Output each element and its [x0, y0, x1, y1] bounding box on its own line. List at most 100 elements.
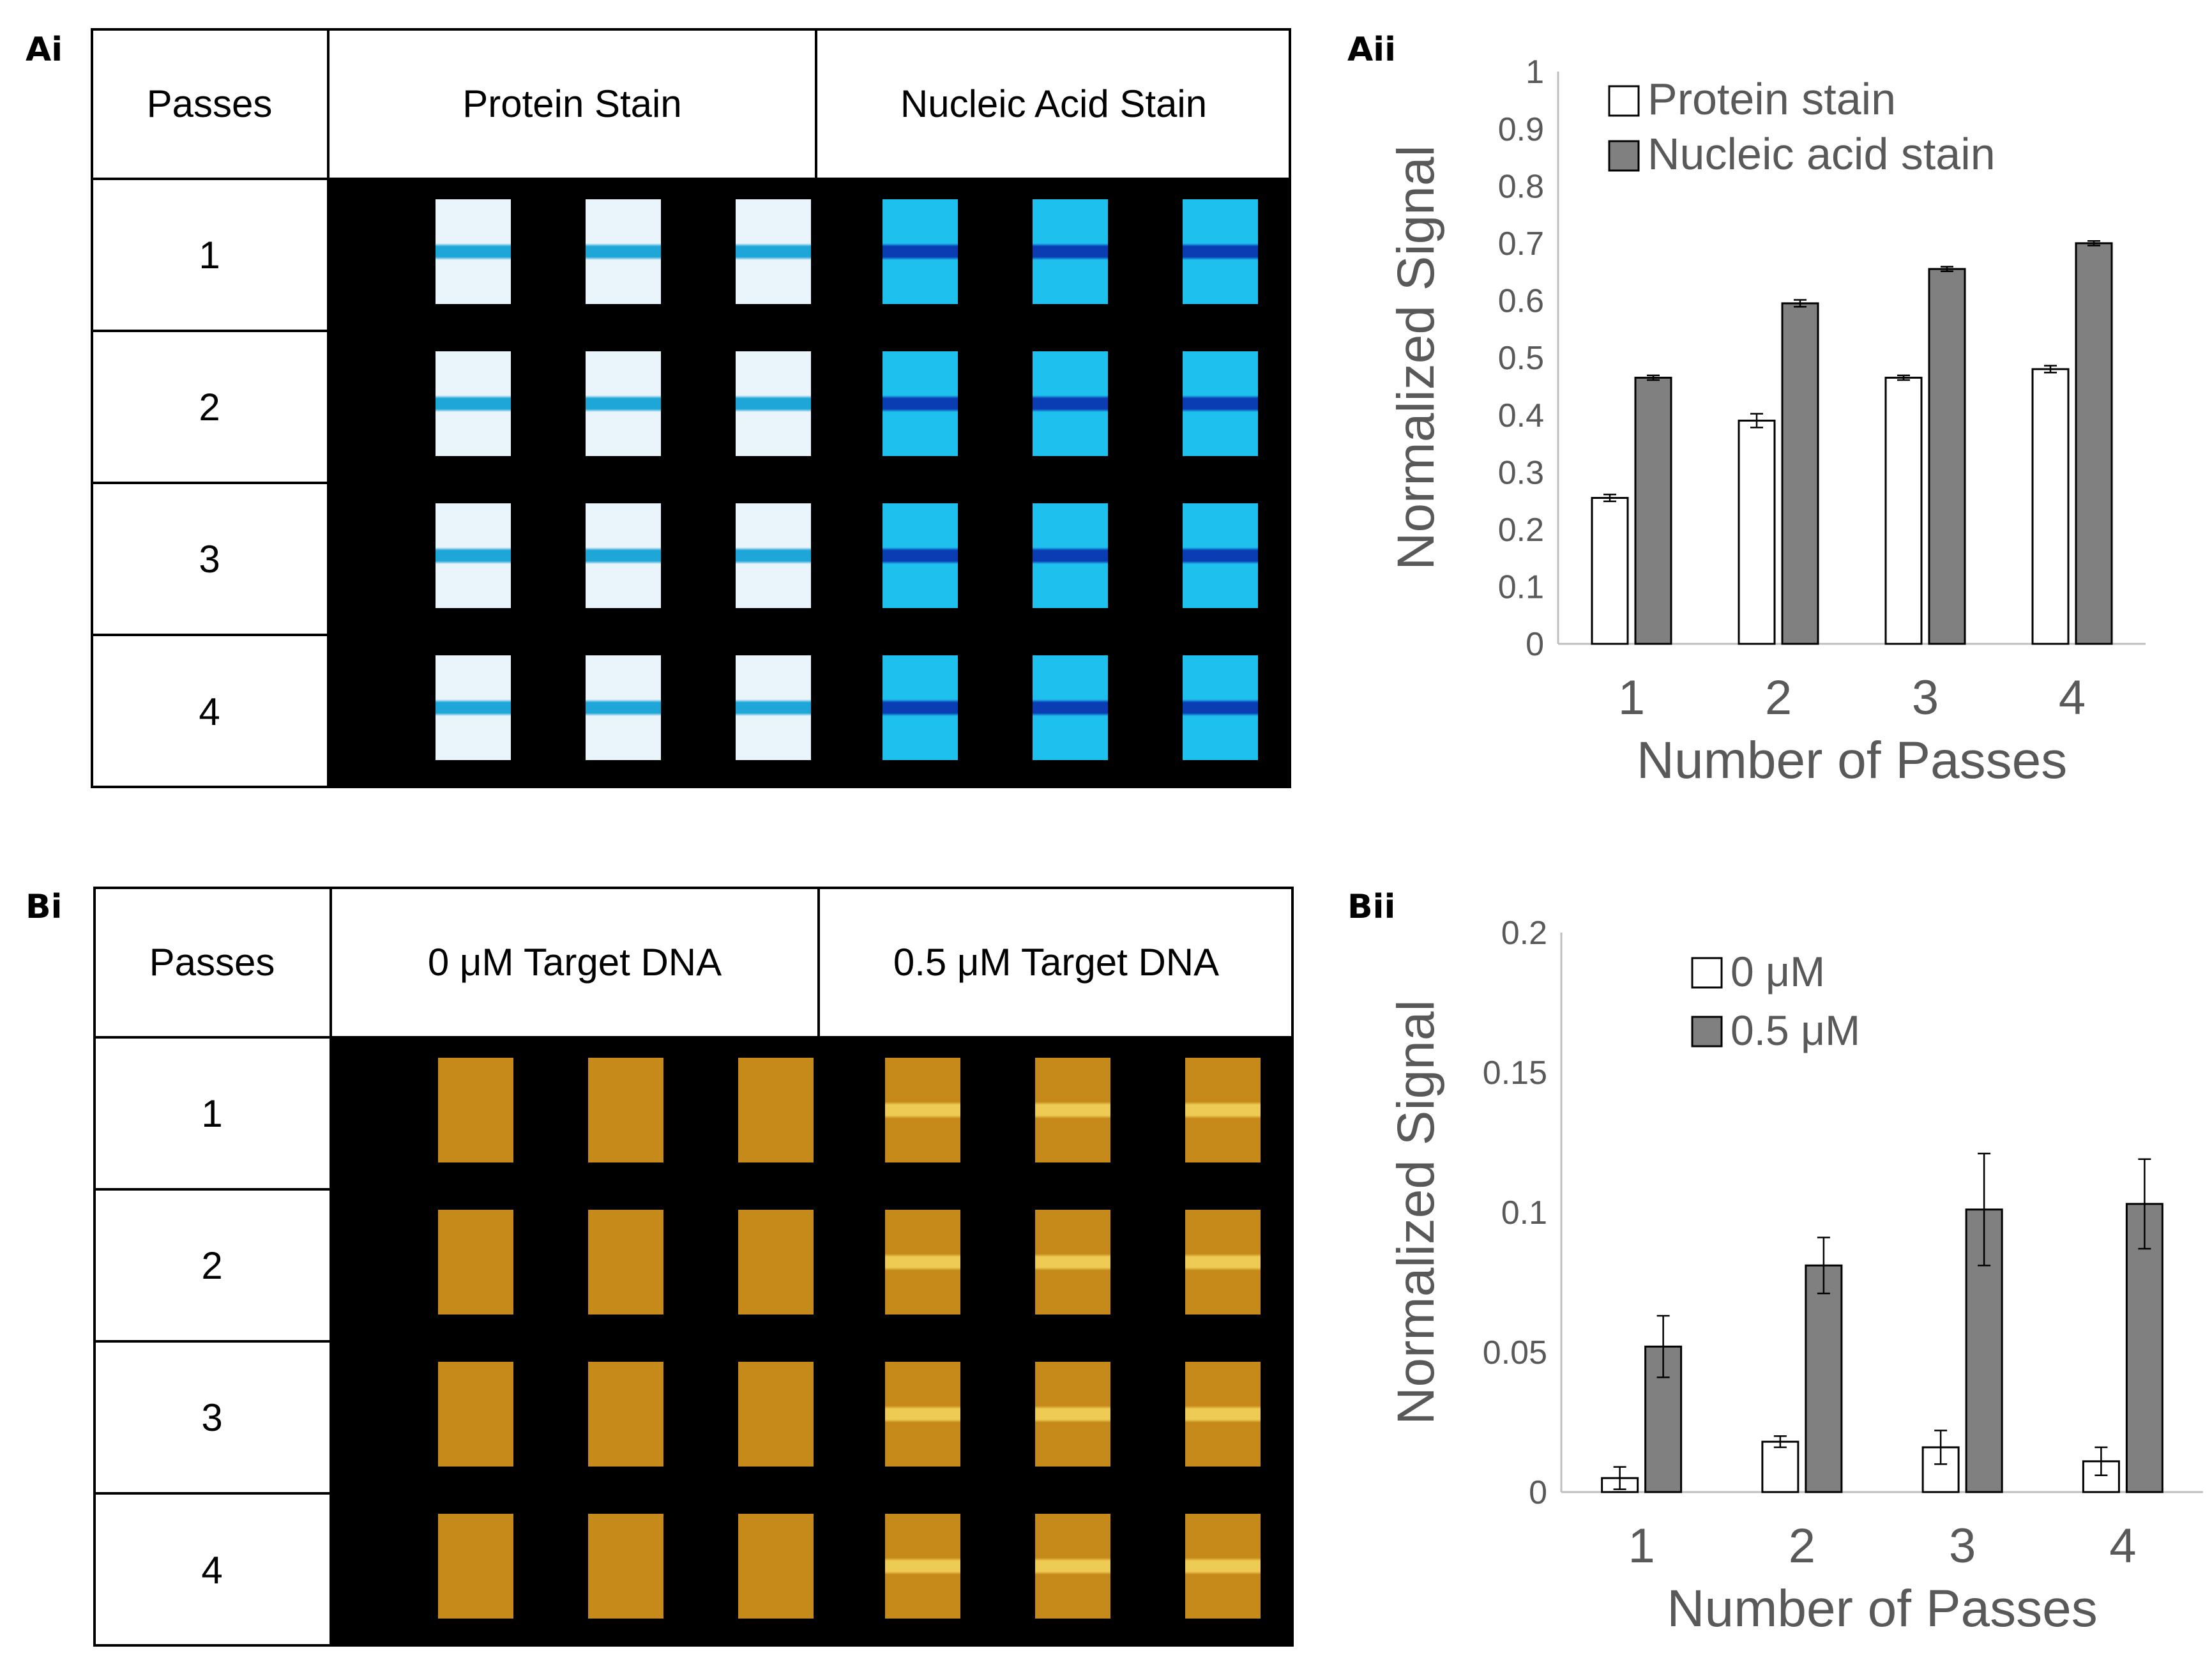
y-axis-title: Normalized Signal: [1387, 1000, 1445, 1424]
header-passes: Passes: [91, 28, 328, 179]
row-label-1: 1: [91, 179, 328, 331]
test-strip: [586, 351, 661, 456]
test-strip: [588, 1210, 663, 1315]
test-strip: [586, 503, 661, 608]
test-strip: [885, 1362, 960, 1467]
test-strip: [436, 503, 511, 608]
test-strip: [1185, 1362, 1261, 1467]
test-strip: [1185, 1058, 1261, 1162]
header-0um-target-dna: 0 μM Target DNA: [331, 887, 819, 1037]
legend-label: 0 μM: [1731, 948, 1825, 995]
test-strip: [1183, 199, 1258, 304]
x-tick-label: 2: [1789, 1519, 1815, 1573]
x-tick-label: 1: [1618, 671, 1645, 725]
test-strip: [436, 351, 511, 456]
header-0-5um-target-dna: 0.5 μM Target DNA: [819, 887, 1294, 1037]
row-label-b-2: 2: [93, 1189, 331, 1341]
test-strip: [1035, 1362, 1110, 1467]
y-tick-label: 0.05: [1483, 1334, 1547, 1371]
bar: [1761, 1440, 1799, 1493]
test-strip: [586, 199, 661, 304]
x-tick-label: 2: [1765, 671, 1792, 725]
test-strip: [885, 1514, 960, 1619]
bar: [2031, 368, 2070, 645]
test-strip: [883, 503, 958, 608]
legend-swatch: [1608, 85, 1640, 117]
test-strip: [1185, 1210, 1261, 1315]
test-strip: [438, 1058, 513, 1162]
panel-label-aii: Aii: [1347, 31, 1396, 69]
test-strip: [1183, 503, 1258, 608]
header-protein-stain: Protein Stain: [328, 28, 816, 179]
y-tick-label: 0: [1529, 1474, 1547, 1511]
test-strip: [736, 199, 811, 304]
legend-swatch: [1608, 140, 1640, 172]
row-label-b-3: 3: [93, 1341, 331, 1493]
legend-label: Nucleic acid stain: [1648, 129, 1996, 179]
bar: [1928, 268, 1966, 645]
panel-label-bii: Bii: [1347, 888, 1396, 926]
y-tick-label: 1: [1526, 54, 1544, 91]
test-strip: [885, 1058, 960, 1162]
test-strip: [588, 1514, 663, 1619]
test-strip: [883, 351, 958, 456]
row-label-b-1: 1: [93, 1037, 331, 1189]
test-strip: [438, 1362, 513, 1467]
test-strip: [885, 1210, 960, 1315]
y-tick-label: 0.1: [1501, 1194, 1547, 1231]
bar: [1805, 1264, 1843, 1493]
test-strip: [1035, 1210, 1110, 1315]
bar: [1738, 420, 1776, 645]
header-passes-b: Passes: [93, 887, 331, 1037]
y-tick-label: 0.2: [1501, 915, 1547, 952]
test-strip: [438, 1514, 513, 1619]
test-strip: [738, 1058, 814, 1162]
legend-label: 0.5 μM: [1731, 1007, 1860, 1054]
y-tick-label: 0.15: [1483, 1055, 1547, 1092]
legend-label: Protein stain: [1648, 74, 1896, 124]
test-strip: [1183, 351, 1258, 456]
bar: [2075, 242, 2113, 645]
x-tick-label: 4: [2059, 671, 2086, 725]
test-strip: [1185, 1514, 1261, 1619]
test-strip: [1033, 199, 1108, 304]
row-label-3: 3: [91, 483, 328, 635]
test-strip: [438, 1210, 513, 1315]
protein-nucleic-stain-table: Passes Protein Stain Nucleic Acid Stain …: [91, 28, 1291, 788]
y-tick-label: 0.2: [1498, 512, 1544, 549]
y-axis-title: Normalized Signal: [1387, 145, 1445, 570]
bar: [1781, 302, 1819, 645]
bar: [1634, 376, 1672, 645]
x-tick-label: 4: [2109, 1519, 2136, 1573]
x-tick-label: 3: [1912, 671, 1939, 725]
target-dna-table: Passes 0 μM Target DNA 0.5 μM Target DNA…: [93, 887, 1294, 1647]
row-label-2: 2: [91, 331, 328, 483]
test-strip: [586, 655, 661, 760]
test-strip: [1033, 655, 1108, 760]
test-strip: [588, 1058, 663, 1162]
test-strip: [1035, 1058, 1110, 1162]
test-strip: [588, 1362, 663, 1467]
bar: [2125, 1203, 2163, 1493]
panel-label-ai: Ai: [26, 31, 63, 69]
test-strip: [883, 199, 958, 304]
test-strip: [736, 655, 811, 760]
y-tick-label: 0.3: [1498, 454, 1544, 491]
row-label-4: 4: [91, 635, 328, 788]
test-strip: [1033, 503, 1108, 608]
test-strip: [436, 655, 511, 760]
row-label-b-4: 4: [93, 1493, 331, 1647]
bar: [1884, 376, 1923, 645]
y-tick-label: 0.6: [1498, 283, 1544, 320]
legend-swatch: [1691, 957, 1723, 989]
x-axis-title: Number of Passes: [1637, 731, 2068, 789]
test-strip: [883, 655, 958, 760]
x-tick-label: 1: [1628, 1519, 1655, 1573]
test-strip: [738, 1210, 814, 1315]
y-tick-label: 0.5: [1498, 340, 1544, 377]
test-strip: [736, 503, 811, 608]
legend-swatch: [1691, 1016, 1723, 1048]
y-tick-label: 0.9: [1498, 111, 1544, 148]
